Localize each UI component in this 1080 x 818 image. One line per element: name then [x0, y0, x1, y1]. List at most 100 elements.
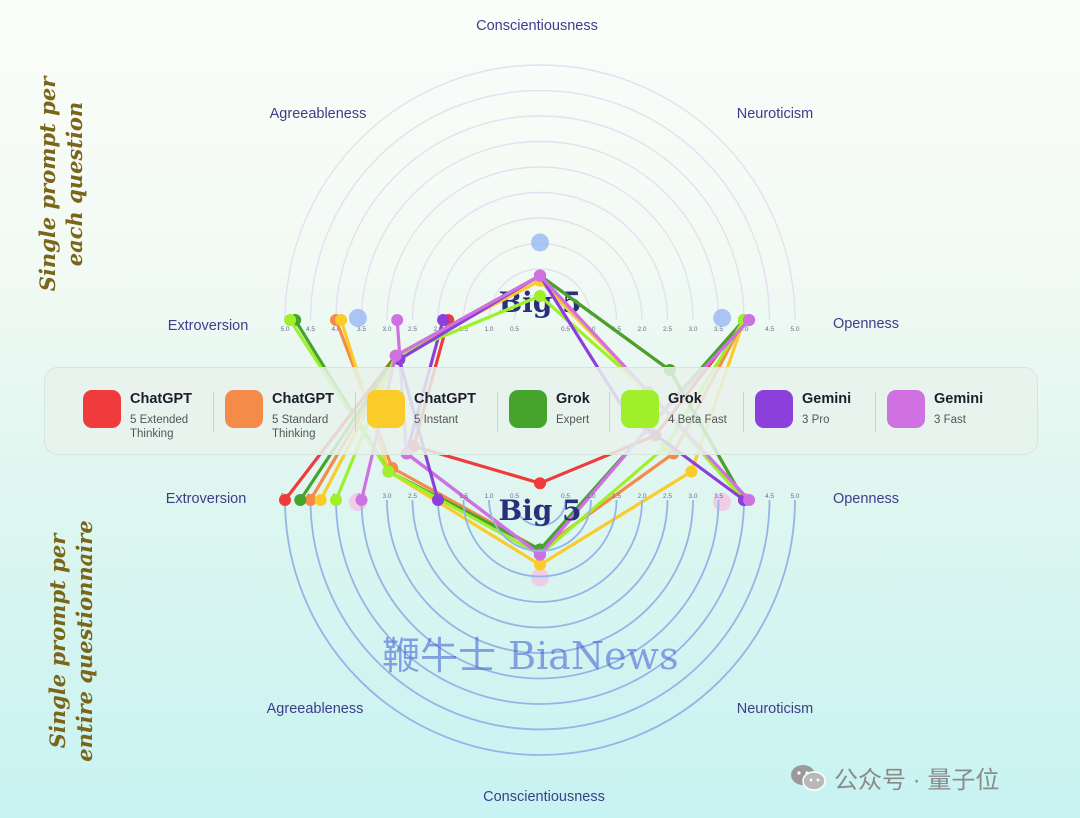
- legend-model-name: ChatGPT: [414, 391, 477, 407]
- data-point: [284, 314, 297, 326]
- axis-marker: [531, 568, 549, 587]
- grid-ring: [284, 64, 796, 321]
- legend-model-name: ChatGPT: [272, 391, 335, 407]
- tick-label: 0.5: [561, 326, 570, 333]
- tick-label: 4.5: [306, 326, 315, 333]
- axis-label: Agreeableness: [267, 701, 364, 717]
- tick-label: 0.5: [510, 326, 519, 333]
- axis-label: Openness: [833, 491, 899, 507]
- credit: 公众号 · 量子位: [790, 760, 999, 795]
- legend-divider: [355, 392, 356, 432]
- tick-label: 3.5: [357, 326, 366, 333]
- grid-ring: [335, 499, 745, 705]
- tick-label: 5.0: [790, 493, 799, 500]
- tick-label: 2.5: [408, 493, 417, 500]
- legend-divider: [609, 392, 610, 432]
- tick-label: 4.5: [765, 326, 774, 333]
- legend-model-name: Grok: [556, 391, 590, 407]
- grid-ring: [411, 499, 669, 629]
- axis-label: Neuroticism: [737, 106, 814, 122]
- grid-ring: [488, 268, 592, 321]
- tick-label: 3.0: [688, 326, 697, 333]
- legend-divider: [743, 392, 744, 432]
- tick-label: 3.5: [714, 493, 723, 500]
- tick-label: 4.5: [765, 493, 774, 500]
- bottom-title-line-2: entire questionnaire: [72, 520, 97, 762]
- grid-ring: [437, 217, 643, 321]
- legend-model-name: Grok: [668, 391, 702, 407]
- legend-swatch: [83, 390, 121, 428]
- data-point: [432, 494, 444, 506]
- tick-label: 2.0: [637, 493, 646, 500]
- data-point: [355, 494, 368, 506]
- tick-label: 2.5: [663, 326, 672, 333]
- legend-divider: [875, 392, 876, 432]
- legend-model-variant: 5 Standard Thinking: [272, 414, 329, 440]
- data-point: [330, 494, 342, 506]
- grid-ring: [386, 166, 694, 321]
- legend-swatch: [887, 390, 925, 428]
- wechat-icon: [790, 764, 826, 792]
- tick-label: 1.5: [612, 493, 621, 500]
- tick-label: 1.0: [484, 326, 493, 333]
- radar-chart-bottom: 5.0 4.5 4.0 3.5 3.0 2.5 2.0 1.5 1.0 0.5 0.5 1.0 1.5 2…: [166, 233, 899, 805]
- data-point: [437, 314, 450, 326]
- grid-ring: [335, 115, 745, 321]
- axis-label: Neuroticism: [737, 701, 814, 717]
- legend-swatch: [367, 390, 405, 428]
- axis-marker: [531, 233, 549, 252]
- grid-ring: [284, 499, 796, 756]
- legend-model-variant: 3 Fast: [934, 414, 966, 426]
- legend-swatch: [755, 390, 793, 428]
- legend-model-variant: 3 Pro: [802, 414, 830, 426]
- tick-label: 1.5: [459, 326, 468, 333]
- tick-label: 5.0: [790, 326, 799, 333]
- grid-ring: [309, 499, 771, 731]
- legend-swatch: [225, 390, 263, 428]
- data-point: [294, 494, 307, 506]
- tick-label: 3.0: [382, 326, 391, 333]
- credit-text: 公众号 · 量子位: [834, 767, 1000, 794]
- data-point: [534, 477, 546, 490]
- legend-divider: [497, 392, 498, 432]
- tick-label: 0.5: [561, 493, 570, 500]
- legend-divider: [213, 392, 214, 432]
- axis-label: Agreeableness: [270, 106, 367, 122]
- tick-label: 1.0: [484, 493, 493, 500]
- tick-label: 2.0: [637, 326, 646, 333]
- legend-model-name: Gemini: [934, 391, 984, 407]
- data-point: [685, 465, 698, 478]
- axis-label: Extroversion: [166, 491, 247, 507]
- data-point: [743, 494, 756, 506]
- tick-label: 3.0: [382, 493, 391, 500]
- watermark-text: 鞭牛士 BiaNews: [382, 634, 679, 678]
- axis-marker: [348, 308, 367, 327]
- legend-model-name: Gemini: [802, 391, 852, 407]
- axis-label: Openness: [833, 316, 899, 332]
- axis-label: Conscientiousness: [476, 18, 598, 34]
- top-title-line-2: each question: [62, 101, 87, 267]
- grid-ring: [488, 499, 592, 552]
- tick-label: 4.0: [739, 326, 748, 333]
- data-point: [534, 269, 546, 282]
- grid-ring: [360, 499, 720, 680]
- tick-label: 4.0: [331, 326, 340, 333]
- legend-swatch: [509, 390, 547, 428]
- data-point: [389, 349, 402, 362]
- tick-label: 2.0: [433, 326, 442, 333]
- grid-ring: [462, 499, 618, 578]
- data-point: [391, 314, 404, 326]
- data-point: [314, 494, 327, 506]
- tick-label: 0.5: [510, 493, 519, 500]
- tick-label: 3.5: [714, 326, 723, 333]
- axis-marker: [713, 308, 732, 327]
- data-point: [382, 465, 395, 478]
- data-point: [534, 290, 546, 302]
- grid-ring: [386, 499, 694, 654]
- top-title-line-1: Single prompt per: [35, 76, 60, 292]
- data-point: [304, 494, 317, 506]
- chart-title: Big 5: [498, 494, 581, 527]
- data-point: [335, 314, 348, 326]
- tick-label: 5.0: [280, 326, 289, 333]
